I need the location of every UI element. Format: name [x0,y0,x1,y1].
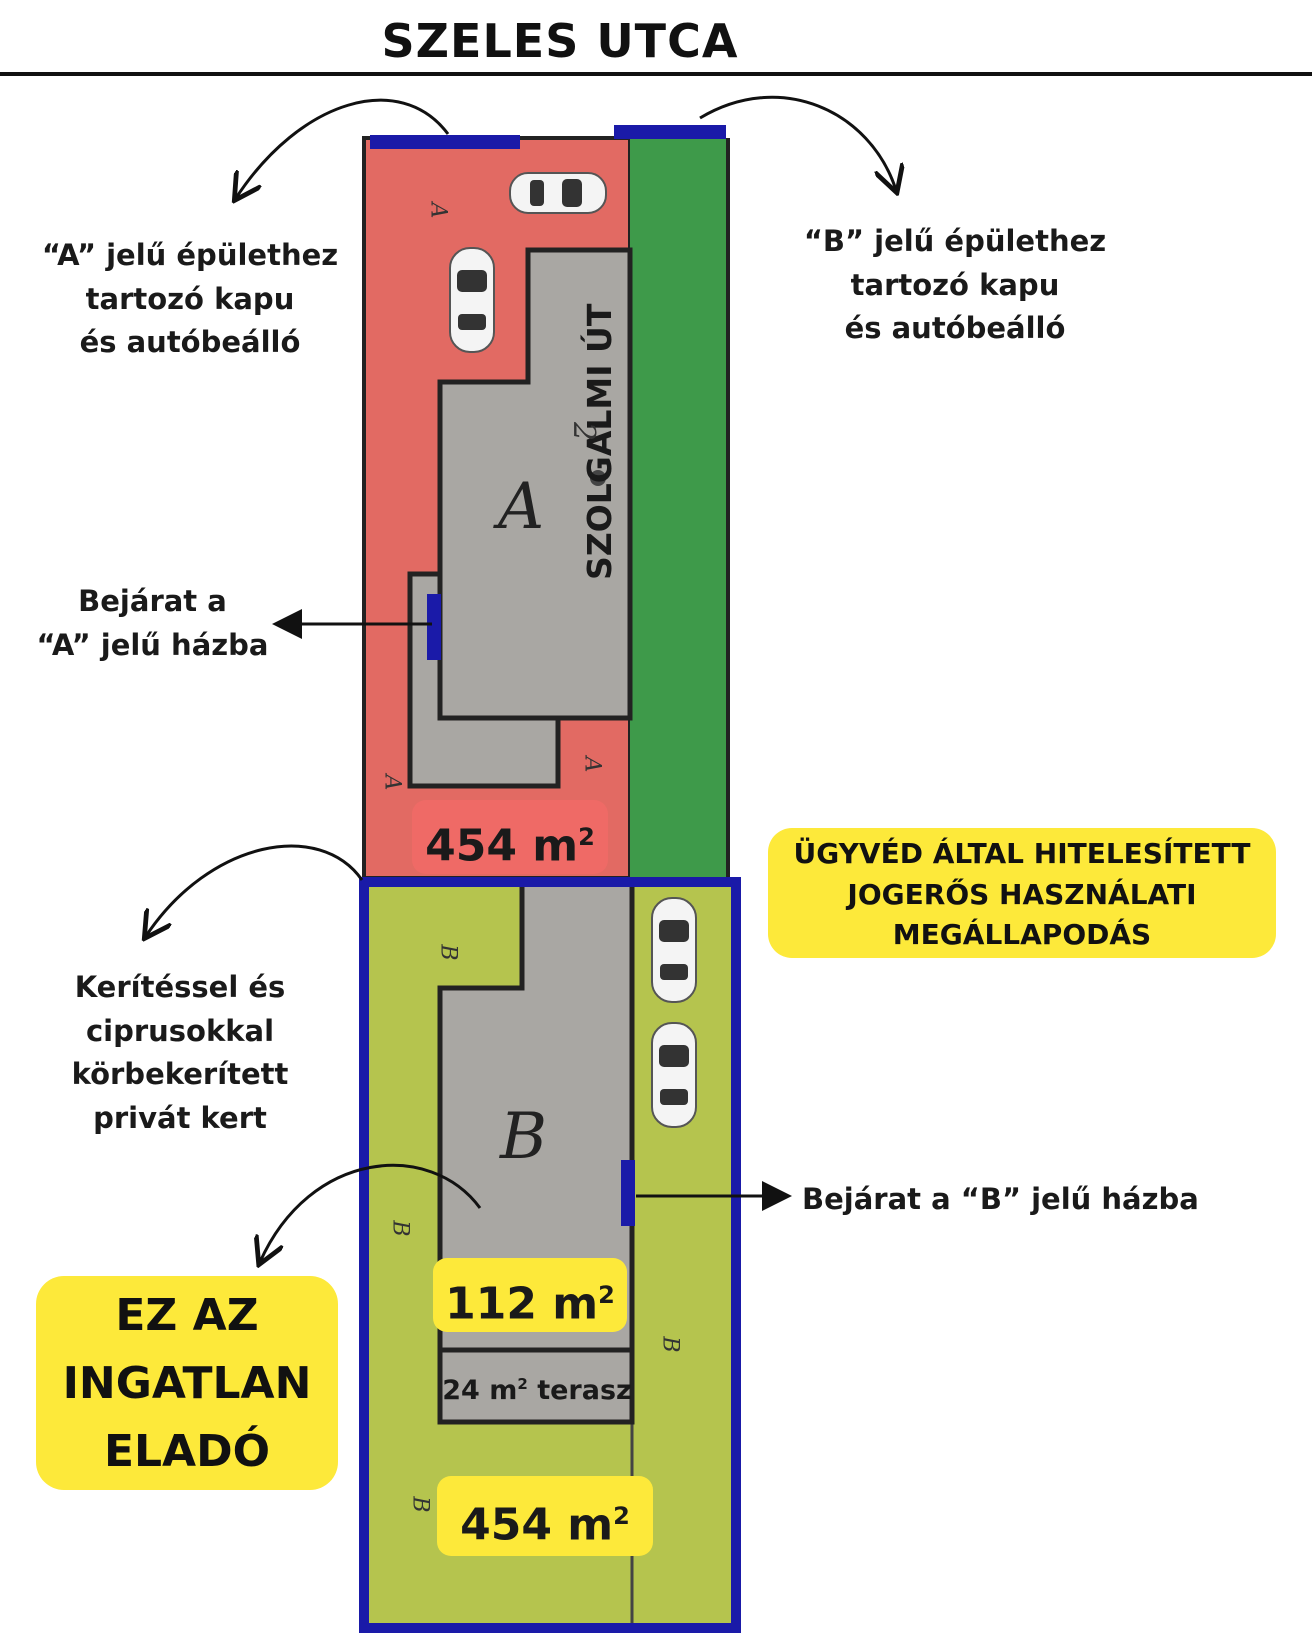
plot-a-area: 454 m2 [412,800,608,874]
service-road [630,138,728,878]
plot-b-mark: B [657,1336,683,1353]
b-gate-label: “B” jelű épülethez tartozó kapu és autób… [803,224,1107,345]
plot-b-mark: B [407,1496,433,1513]
terrace-b [437,1347,635,1425]
a-gate-label: “A” jelű épülethez tartozó kapu és autób… [41,238,339,359]
plot-a-mark: A [579,756,605,773]
house-number: 2 [566,421,602,442]
house-number-dot [590,470,606,486]
plot-b-boundary [359,877,741,1633]
car-icon [509,172,607,214]
plot-b-mark: B [435,944,461,961]
car-icon [651,897,697,1003]
plot-a-mark: A [425,202,451,219]
terrace-area: 24 m2 terasz [442,1375,632,1406]
arrow-garden [146,844,364,936]
street-name: SZELES UTCA [381,14,739,68]
house-a-letter: A [498,470,545,544]
a-entry-label: Bejárat a “A” jelű házba [36,584,269,662]
garden-label: Kerítéssel és ciprusokkal körbekerített … [71,970,289,1135]
building-a-annex [407,571,561,789]
plot-b-area: 454 m2 [437,1476,653,1556]
house-b-letter: B [500,1100,548,1174]
for-sale-badge: EZ AZ INGATLAN ELADÓ [36,1276,338,1490]
plot-b-mark: B [387,1220,413,1237]
arrow-b-gate [699,95,896,190]
legal-agreement-badge: ÜGYVÉD ÁLTAL HITELESÍTETT JOGERŐS HASZNÁ… [768,828,1276,958]
house-b-area: 112 m2 [433,1258,627,1332]
arrow-sale [260,1163,482,1262]
b-entry-label: Bejárat a “B” jelű házba [802,1182,1199,1216]
arrow-a-gate [236,98,450,198]
plot-a-mark: A [379,774,405,791]
car-icon [449,247,495,353]
car-icon [651,1022,697,1128]
